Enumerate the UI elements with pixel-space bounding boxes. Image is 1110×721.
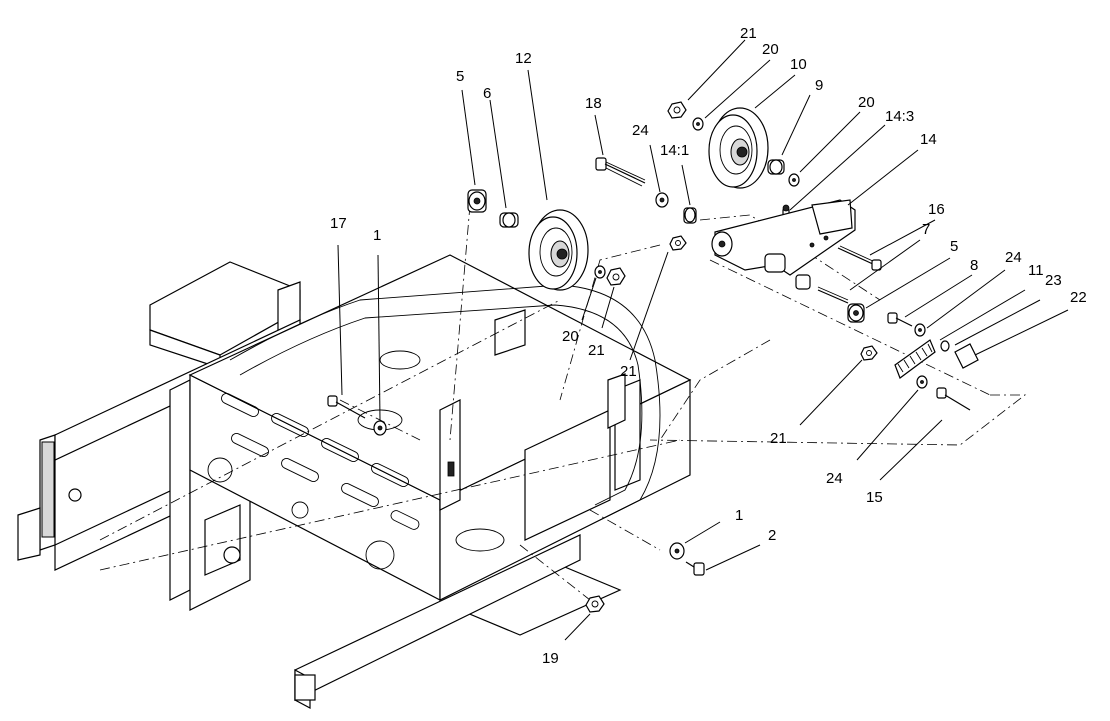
callout-20: 20 — [762, 41, 779, 58]
callout-8: 8 — [970, 257, 978, 274]
idler-arm-item-14 — [711, 199, 856, 276]
callout-12: 12 — [515, 50, 532, 67]
washer-item-1-bottom — [669, 542, 685, 560]
bolt-item-18 — [595, 157, 646, 187]
side-plate-slots — [207, 392, 420, 570]
bolt-item-17 — [327, 395, 366, 419]
callout-11: 11 — [1028, 262, 1044, 279]
callout-21: 21 — [740, 25, 757, 42]
washer-item-24-right — [914, 323, 926, 337]
frame-assembly — [17, 254, 692, 709]
callout-23: 23 — [1045, 272, 1062, 289]
washer-item-20-right — [788, 173, 800, 187]
pulley-item-12 — [528, 209, 589, 291]
bolt-item-8 — [887, 312, 913, 327]
nut-item-19 — [585, 595, 605, 613]
spacer-item-22 — [954, 343, 979, 369]
washer-item-1-left — [373, 420, 387, 436]
callout-1: 1 — [735, 507, 743, 524]
nut-item-21-top — [667, 101, 687, 119]
callout-5: 5 — [950, 238, 958, 255]
callout-6: 6 — [483, 85, 491, 102]
pulley-item-10 — [708, 107, 769, 189]
callout-7: 7 — [922, 221, 930, 238]
leader-lines — [337, 39, 1069, 641]
callout-21: 21 — [620, 363, 637, 380]
callout-20: 20 — [858, 94, 875, 111]
callout-17: 17 — [330, 215, 347, 232]
callout-20: 20 — [562, 328, 579, 345]
callout-9: 9 — [815, 77, 823, 94]
nut-item-21-lower — [606, 267, 626, 286]
components — [327, 101, 979, 613]
callout-22: 22 — [1070, 289, 1087, 306]
pin-item-7 — [795, 274, 849, 304]
bolt-item-15 — [936, 387, 971, 411]
callout-5: 5 — [456, 68, 464, 85]
callout-10: 10 — [790, 56, 807, 73]
callout-15: 15 — [866, 489, 883, 506]
callout-24: 24 — [826, 470, 843, 487]
callout-24: 24 — [632, 122, 649, 139]
nut-item-21-right — [860, 345, 878, 361]
washer-item-23 — [940, 340, 950, 352]
callout-21: 21 — [588, 342, 605, 359]
bushing-item-9 — [767, 159, 785, 175]
spacer-item-5-left — [467, 189, 487, 213]
callout-1: 1 — [373, 227, 381, 244]
callout-2: 2 — [768, 527, 776, 544]
bolt-item-2 — [685, 561, 705, 576]
callout-14-1: 14:1 — [660, 142, 689, 159]
spring-item-11 — [894, 339, 936, 379]
callout-14: 14 — [920, 131, 937, 148]
bushing-item-6 — [499, 212, 519, 228]
callout-labels: 21 20 10 9 20 14:3 14 18 24 14:1 5 6 12 … — [330, 25, 1087, 667]
washer-item-20-lower — [594, 265, 606, 279]
callout-14-3: 14:3 — [885, 108, 914, 125]
callout-19: 19 — [542, 650, 559, 667]
bolt-item-16 — [837, 245, 882, 271]
callout-24: 24 — [1005, 249, 1022, 266]
callout-18: 18 — [585, 95, 602, 112]
spacer-item-5-right — [847, 303, 865, 323]
washer-item-20-top — [692, 117, 704, 131]
bushing-item-14-1 — [683, 207, 697, 224]
callout-16: 16 — [928, 201, 945, 218]
callout-21: 21 — [770, 430, 787, 447]
washer-item-24-top — [655, 192, 669, 208]
washer-item-24-lower — [916, 375, 928, 389]
nut-item-21-mid — [669, 235, 687, 251]
